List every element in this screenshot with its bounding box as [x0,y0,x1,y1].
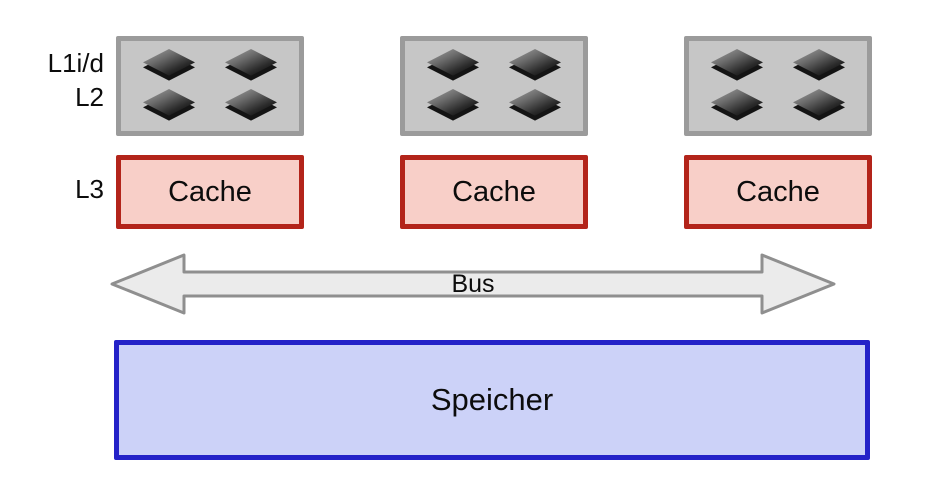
bus-arrow: Bus [108,250,838,318]
l3-cache-box-2: Cache [400,155,588,229]
cache-label: Cache [736,175,820,208]
l3-cache-box-3: Cache [684,155,872,229]
cpu-chip-icon [509,89,561,123]
bus-arrow-shape [110,253,836,315]
l3-cache-box-1: Cache [116,155,304,229]
core-cluster-box-2 [400,36,588,136]
cpu-chip-icon [427,89,479,123]
cpu-chip-icon [793,49,845,83]
cache-label: Cache [452,175,536,208]
core-cluster-box-3 [684,36,872,136]
memory-box: Speicher [114,340,870,460]
cpu-chip-icon [143,89,195,123]
cpu-chip-icon [427,49,479,83]
cpu-chip-icon [793,89,845,123]
label-l2-cache: L2 [75,82,104,112]
cpu-chip-icon [225,49,277,83]
cpu-chip-icon [711,89,763,123]
label-l1-cache: L1i/d [47,48,104,78]
memory-label: Speicher [430,382,554,417]
cache-label: Cache [168,175,252,208]
cpu-chip-icon [225,89,277,123]
cpu-chip-icon [143,49,195,83]
cpu-chip-icon [711,49,763,83]
label-l3-cache: L3 [75,174,104,204]
cpu-chip-icon [509,49,561,83]
core-cluster-box-1 [116,36,304,136]
